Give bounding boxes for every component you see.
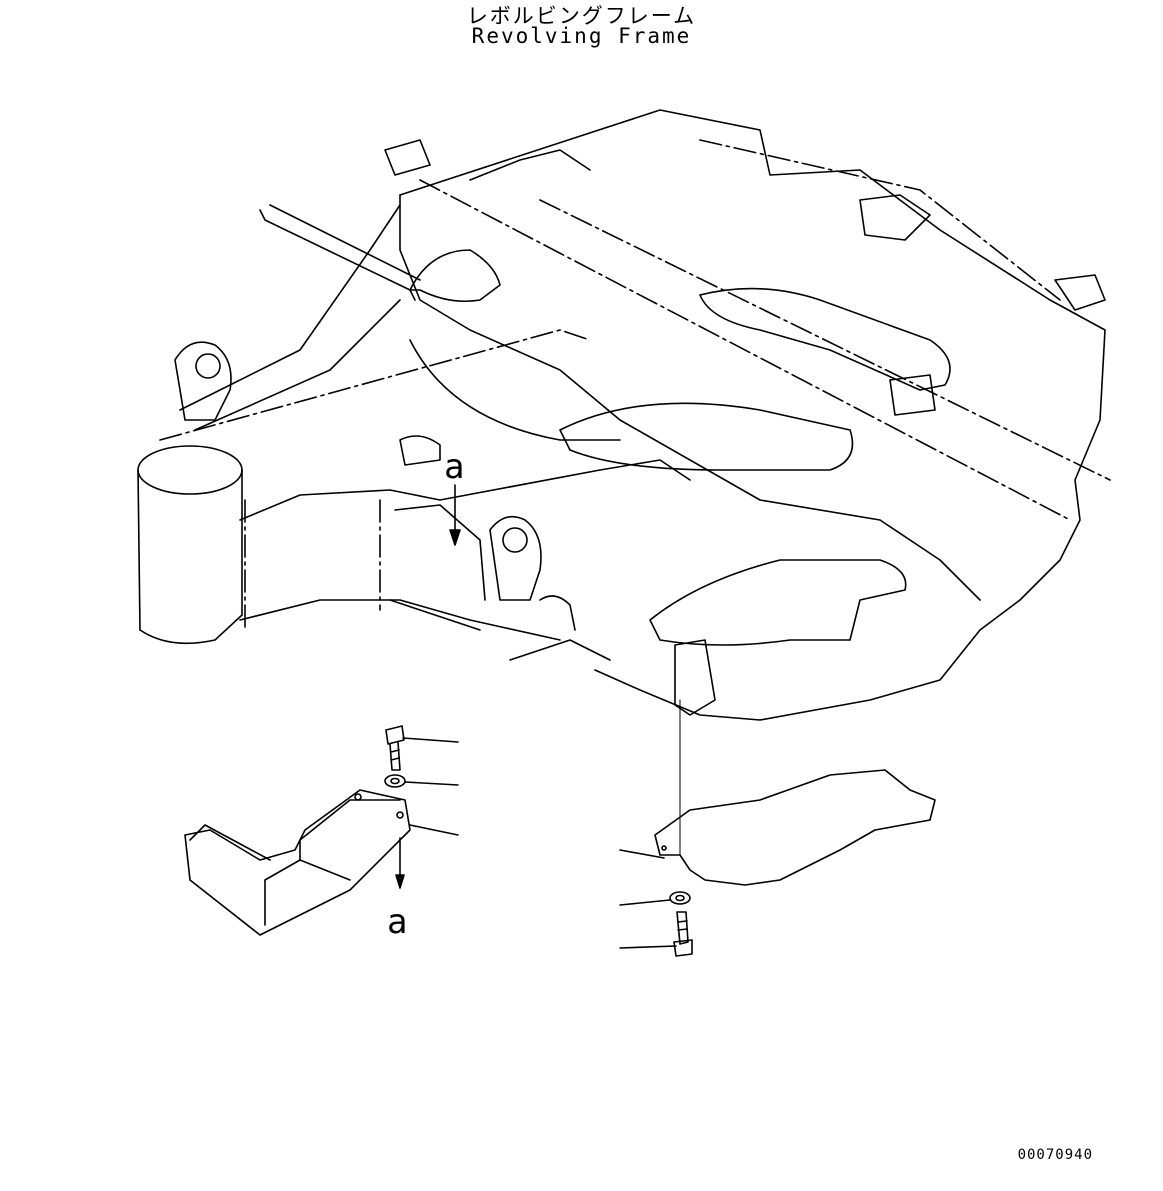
washer-right	[619, 891, 691, 906]
callout-a-upper-arrow	[449, 484, 461, 546]
bolt-left	[385, 725, 459, 771]
title-japanese: レボルビングフレーム	[466, 4, 697, 28]
drawing-number: 00070940	[1017, 1147, 1093, 1163]
upper-crossbar	[259, 139, 591, 303]
title-english: Revolving Frame	[471, 24, 692, 48]
right-pin-boss	[389, 194, 1106, 716]
bolt-right	[619, 911, 693, 957]
callout-a-upper: a	[444, 447, 464, 487]
cover-plate-right	[619, 699, 936, 886]
boom-arm	[137, 204, 691, 645]
callout-a-lower: a	[387, 902, 407, 942]
frame-deck-plate	[399, 109, 1111, 721]
guard-plate-left	[184, 789, 459, 936]
washer-left	[384, 774, 459, 788]
